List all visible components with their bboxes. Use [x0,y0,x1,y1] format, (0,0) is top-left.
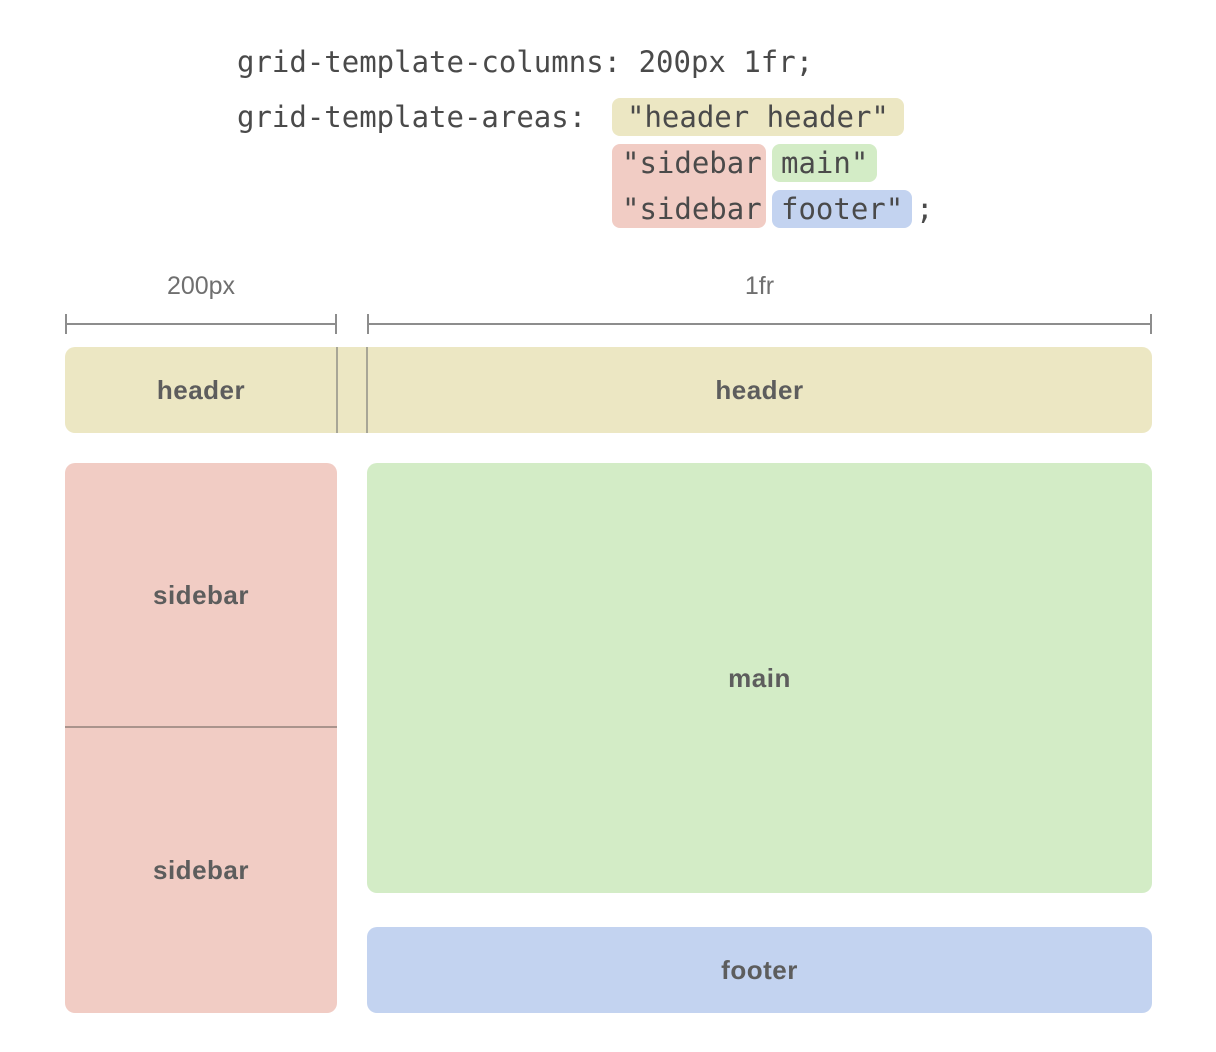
grid-area-header [65,347,1152,433]
grid-area-sidebar-top-cell: sidebar [65,463,337,727]
footer-label: footer [721,954,798,985]
header-label-right: header [715,374,804,405]
code-grid-template-columns: grid-template-columns: 200px 1fr; [237,45,814,79]
code-grid-template-areas-label: grid-template-areas: [237,100,587,134]
code-highlight-header-row: "header header" [612,98,904,136]
grid-area-main: main [367,463,1152,893]
code-highlight-sidebar-span [612,144,766,228]
ruler-bracket-right-column [367,314,1152,334]
main-label: main [728,662,791,693]
grid-area-footer: footer [367,927,1152,1013]
code-highlight-main: main" [772,144,878,182]
sidebar-row-divider [65,726,337,728]
code-row2-sidebar-text: "sidebar [622,146,762,180]
header-column-divider-left [336,347,338,433]
grid-area-sidebar [65,463,337,1013]
ruler-label-200px: 200px [166,272,236,300]
code-row3-sidebar-text: "sidebar [622,192,762,226]
ruler-label-1fr: 1fr [744,272,775,300]
grid-area-header-right-cell: header [367,347,1152,433]
ruler-bracket-left-column [65,314,337,334]
sidebar-label-top: sidebar [153,579,249,610]
header-label-left: header [156,374,246,405]
grid-area-header-left-cell: header [65,347,337,433]
sidebar-label-bottom: sidebar [153,854,249,885]
grid-area-sidebar-bottom-cell: sidebar [65,727,337,1013]
header-column-divider-right [366,347,368,433]
code-semicolon: ; [916,192,934,226]
code-highlight-footer: footer" [772,190,913,228]
